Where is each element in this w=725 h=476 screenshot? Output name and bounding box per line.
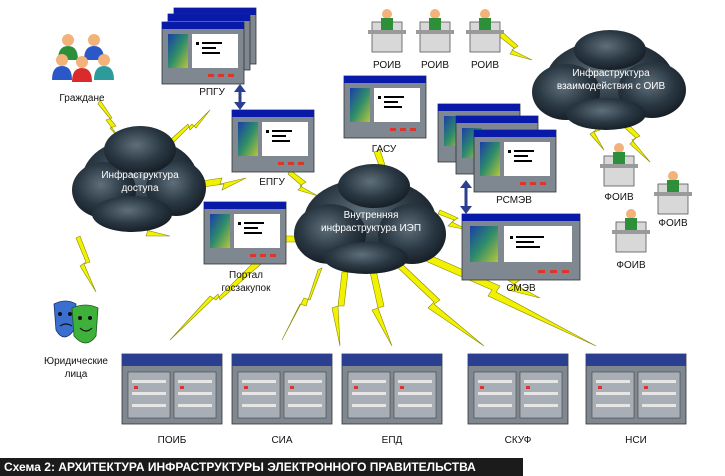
cloud-oiv: Инфраструктура взаимодействия с ОИВ — [532, 30, 686, 130]
server-label: СКУФ — [505, 435, 532, 446]
window-label: СМЭВ — [506, 283, 536, 294]
bolt — [437, 209, 469, 231]
cloud-access: Инфраструктура доступа — [72, 126, 206, 232]
workstation-roiv — [416, 9, 454, 53]
person-icon — [72, 56, 92, 82]
window-rpgu: РПГУ — [161, 7, 257, 98]
cloud-label-line: Инфраструктура — [101, 169, 179, 181]
workstation-roiv — [368, 9, 406, 53]
cloud-label-line: доступа — [121, 183, 159, 194]
double-arrow — [460, 180, 472, 214]
workstation-label: ФОИВ — [616, 260, 646, 271]
workstation-label: РОИВ — [421, 60, 449, 71]
app-window — [231, 109, 315, 173]
person-icon — [52, 54, 72, 80]
workstation-label: ФОИВ — [658, 218, 688, 229]
bolt — [331, 271, 349, 347]
workstation-foiv — [612, 209, 650, 253]
cloud-label-line: инфраструктура ИЭП — [321, 222, 421, 234]
cloud-label-line: Инфраструктура — [572, 67, 650, 79]
workstation-foiv — [654, 171, 692, 215]
window-epgu: ЕПГУ — [231, 109, 315, 188]
workstation-label: РОИВ — [373, 60, 401, 71]
double-arrow — [234, 84, 246, 110]
app-window — [343, 75, 427, 139]
window-label: РПГУ — [199, 87, 225, 98]
window-label: ГАСУ — [372, 144, 397, 155]
figure-caption: Схема 2: АРХИТЕКТУРА ИНФРАСТРУКТУРЫ ЭЛЕК… — [0, 458, 523, 476]
server-rack — [121, 353, 223, 425]
workstation-label: ФОИВ — [604, 192, 634, 203]
window-gasu: ГАСУ — [343, 75, 427, 155]
workstation-label: РОИВ — [471, 60, 499, 71]
bolt — [395, 261, 485, 347]
server-label: ПОИБ — [158, 435, 187, 446]
bolt — [495, 29, 533, 61]
person-icon — [84, 34, 104, 60]
citizens-group: Граждане — [52, 34, 114, 104]
bolt — [287, 169, 319, 197]
window-smev: СМЭВ — [461, 213, 581, 294]
bolt — [169, 253, 269, 341]
window-label: РСМЭВ — [496, 195, 532, 206]
workstation-foiv — [600, 143, 638, 187]
app-window — [473, 129, 557, 193]
server-label: ЕПД — [382, 435, 403, 446]
cloud-label-line: взаимодействия с ОИВ — [557, 81, 666, 92]
bolt — [281, 267, 323, 341]
cloud-label-line: Внутренняя — [344, 210, 399, 221]
window-label: ЕПГУ — [259, 177, 285, 188]
server-rack — [585, 353, 687, 425]
window-label: госзакупок — [222, 283, 272, 294]
app-window — [461, 213, 581, 281]
window-portal: Портал госзакупок — [203, 201, 287, 294]
server-rack — [467, 353, 569, 425]
theater-masks-icon — [53, 300, 99, 344]
person-icon — [94, 54, 114, 80]
actor-label: Юридические — [44, 356, 108, 367]
bolt — [413, 249, 597, 347]
server-label: НСИ — [625, 435, 647, 446]
legal-entities: Юридические лица — [44, 300, 108, 380]
server-rack — [231, 353, 333, 425]
app-window — [203, 201, 287, 265]
actor-label: лица — [65, 369, 88, 380]
actor-label: Граждане — [59, 93, 105, 104]
server-label: СИА — [271, 435, 292, 446]
server-rack — [341, 353, 443, 425]
workstation-roiv — [466, 9, 504, 53]
app-window — [161, 21, 245, 85]
bolt — [169, 109, 211, 145]
bolt — [369, 269, 393, 347]
window-label: Портал — [229, 270, 263, 281]
bolt — [75, 235, 97, 293]
window-rsmev: РСМЭВ — [437, 103, 557, 206]
cloud-internal: Внутренняя инфраструктура ИЭП — [294, 164, 446, 274]
